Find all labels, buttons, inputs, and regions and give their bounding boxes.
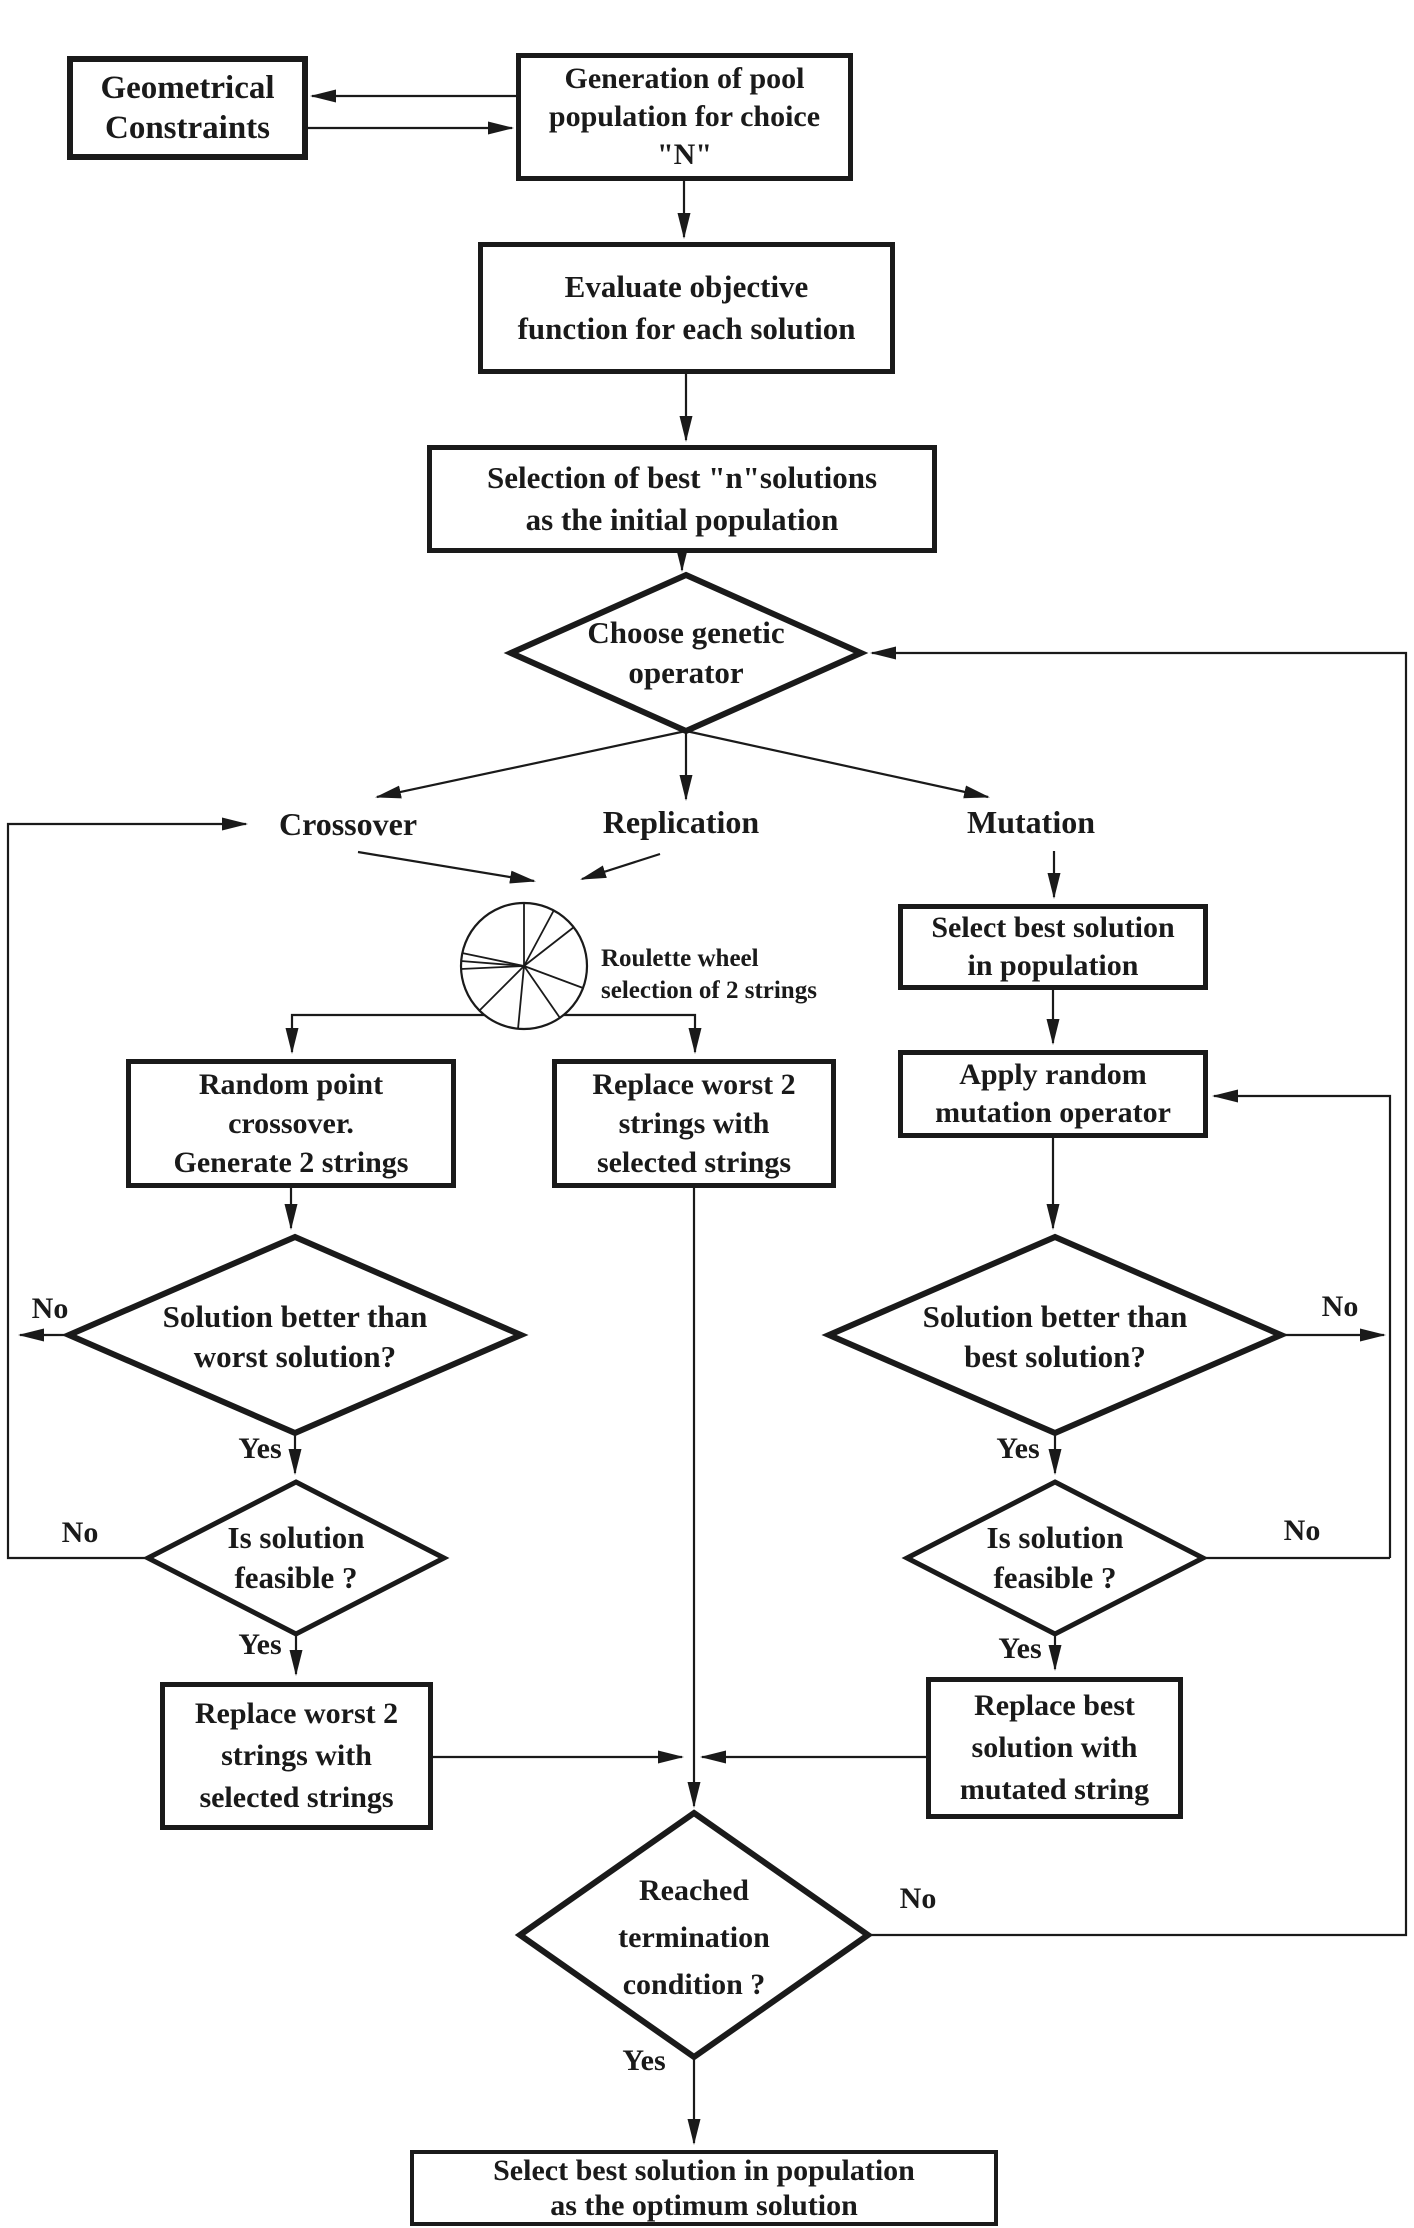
roulette-wheel-spokes: [460, 903, 584, 1030]
node-text-line: Solution better than: [922, 1299, 1188, 1334]
label-replication: Replication: [602, 804, 760, 840]
choose-operator-diamond: [503, 571, 869, 735]
node-text-line: termination: [618, 1920, 770, 1954]
edge-crossover-to-wheel: [357, 850, 536, 884]
node-text-line: function for each solution: [517, 311, 856, 346]
node-generation-pool: Generation of pool population for choice…: [516, 53, 853, 181]
node-text-line: Generation of pool: [564, 62, 805, 95]
better-than-best-diamond: [821, 1233, 1289, 1437]
node-text-line: Reached: [639, 1873, 749, 1907]
node-better-than-worst-text: Solution better than worst solution?: [105, 1297, 485, 1377]
edge-wheel-to-random: [285, 1013, 484, 1054]
node-text-line: worst solution?: [193, 1339, 397, 1374]
node-text-line: solution with: [971, 1731, 1138, 1764]
label-crossover: Crossover: [278, 806, 418, 842]
label-no-better-best: No: [1321, 1290, 1359, 1323]
node-text-line: operator: [628, 655, 744, 690]
feasible-right-diamond: [901, 1479, 1209, 1637]
node-feasible-right-text: Is solution feasible ?: [925, 1518, 1185, 1598]
label-no-termination: No: [899, 1882, 937, 1915]
node-apply-random-mutation: Apply random mutation operator: [898, 1050, 1208, 1138]
node-text-line: mutation operator: [935, 1096, 1171, 1129]
better-than-worst-diamond: [61, 1233, 529, 1437]
edge-mutation-loop: [1212, 1089, 1392, 1558]
node-text-line: strings with: [618, 1107, 770, 1140]
node-text-line: Replace worst 2: [194, 1697, 399, 1730]
node-choose-operator-text: Choose genetic operator: [511, 613, 861, 693]
edge-crossover-loop: [6, 817, 248, 1560]
termination-diamond: [514, 1809, 874, 2061]
node-text-line: as the initial population: [525, 502, 839, 537]
label-mutation: Mutation: [967, 804, 1095, 840]
edge-replication-to-wheel: [580, 852, 661, 881]
node-text-line: mutated string: [959, 1773, 1150, 1806]
label-no-better-worst: No: [31, 1292, 69, 1325]
node-select-best-population: Select best solution in population: [898, 904, 1208, 990]
node-better-than-best-text: Solution better than best solution?: [865, 1297, 1245, 1377]
edge-choose-to-mutation: [685, 729, 990, 799]
node-text-line: Replace best: [974, 1689, 1135, 1722]
roulette-wheel-icon: [459, 901, 589, 1031]
node-text-line: in population: [967, 949, 1139, 982]
node-termination-text: Reached termination condition ?: [564, 1867, 824, 2007]
label-no-feasible-left: No: [61, 1516, 99, 1549]
node-text-line: selection of 2 strings: [601, 977, 817, 1004]
node-text-line: Roulette wheel: [601, 945, 759, 972]
label-yes-termination: Yes: [622, 2044, 666, 2077]
roulette-caption: Roulette wheel selection of 2 strings: [601, 943, 881, 1007]
node-selection-initial: Selection of best "n"solutions as the in…: [427, 445, 937, 553]
node-text-line: population for choice: [548, 100, 821, 133]
node-text-line: Constraints: [104, 110, 271, 146]
feasible-left-diamond: [142, 1479, 450, 1637]
node-text-line: "N": [657, 138, 712, 171]
node-text-line: Replace worst 2: [592, 1068, 796, 1101]
label-yes-feasible-right: Yes: [998, 1632, 1042, 1665]
label-yes-feasible-left: Yes: [238, 1628, 282, 1661]
label-yes-better-best: Yes: [996, 1432, 1040, 1465]
node-text-line: Evaluate objective: [564, 269, 809, 304]
node-text-line: selected strings: [199, 1781, 394, 1814]
node-text-line: selected strings: [596, 1146, 792, 1179]
node-final-select: Select best solution in population as th…: [410, 2150, 998, 2226]
node-text-line: Selection of best "n"solutions: [486, 460, 878, 495]
node-text-line: Solution better than: [162, 1299, 428, 1334]
node-text-line: feasible ?: [993, 1560, 1117, 1595]
node-feasible-left-text: Is solution feasible ?: [166, 1518, 426, 1598]
node-text-line: Generate 2 strings: [173, 1146, 409, 1179]
node-text-line: Select best solution in population: [493, 2154, 915, 2187]
node-text-line: Random point: [198, 1068, 384, 1101]
node-text-line: strings with: [221, 1739, 372, 1772]
node-text-line: crossover.: [228, 1107, 354, 1140]
node-text-line: Is solution: [986, 1520, 1124, 1555]
node-text-line: as the optimum solution: [550, 2189, 858, 2222]
node-random-point-crossover: Random point crossover. Generate 2 strin…: [126, 1059, 456, 1188]
label-no-feasible-right: No: [1283, 1514, 1321, 1547]
edge-choose-to-crossover: [375, 729, 687, 799]
edge-wheel-to-replace-center: [564, 1013, 702, 1054]
label-yes-better-worst: Yes: [238, 1432, 282, 1465]
edge-termination-no-loop: [868, 646, 1408, 1937]
node-evaluate-objective: Evaluate objective function for each sol…: [478, 242, 895, 374]
node-text-line: feasible ?: [234, 1560, 358, 1595]
node-text-line: Select best solution: [931, 911, 1175, 944]
node-text-line: Apply random: [959, 1058, 1147, 1091]
node-replace-worst-left: Replace worst 2 strings with selected st…: [160, 1682, 433, 1830]
node-text-line: best solution?: [964, 1339, 1146, 1374]
node-replace-best-mutated: Replace best solution with mutated strin…: [926, 1677, 1183, 1819]
node-geometrical-constraints: Geometrical Constraints: [67, 56, 308, 160]
node-text-line: condition ?: [622, 1967, 766, 2001]
node-text-line: Geometrical: [100, 70, 275, 106]
node-text-line: Choose genetic: [587, 615, 785, 650]
node-text-line: Is solution: [227, 1520, 365, 1555]
node-replace-worst-center: Replace worst 2 strings with selected st…: [552, 1059, 836, 1188]
